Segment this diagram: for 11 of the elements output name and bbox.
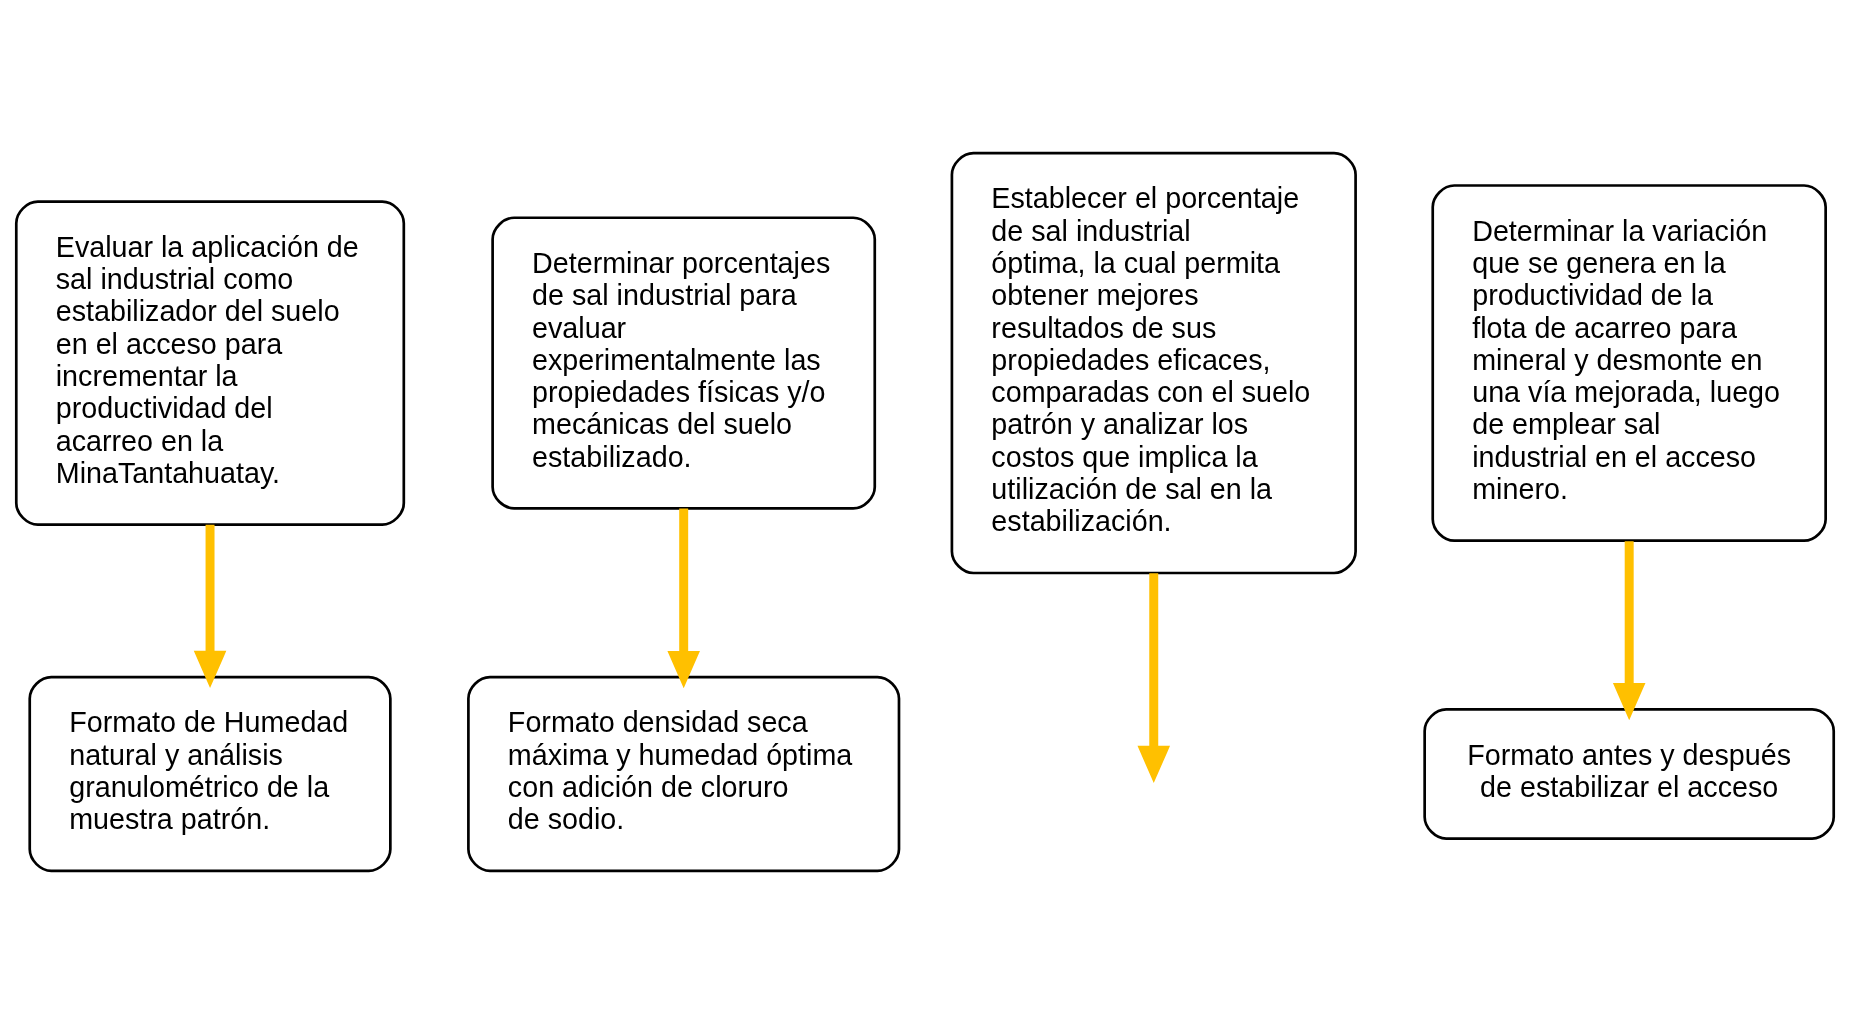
node-box: Formato antes y después de estabilizar el acceso bbox=[1423, 708, 1836, 840]
arrow bbox=[1612, 541, 1646, 721]
arrow bbox=[1137, 573, 1171, 784]
node-box: Formato densidad seca máxima y humedad óptima con adición de cloruro de sodio. bbox=[467, 675, 901, 873]
arrow bbox=[667, 508, 700, 689]
node-box: Evaluar la aplicación de sal industrial como estabilizador del suelo en el acceso para incrementar la productividad del acarreo en la MinaTantahuatay. bbox=[14, 200, 406, 526]
node-box: Formato de Humedad natural y análisis granulométrico de la muestra patrón. bbox=[28, 675, 392, 873]
node-box: Establecer el porcentaje de sal industrial óptima, la cual permita obtener mejores resultados de sus propiedades eficaces, comparadas con el suelo patrón y analizar los costos que implica la utilización de sal en la estabilización. bbox=[950, 151, 1357, 575]
node-box: Determinar porcentajes de sal industrial para evaluar experimentalmente las propiedades físicas y/o mecánicas del suelo estabilizado. bbox=[491, 216, 877, 510]
arrow bbox=[193, 524, 227, 689]
node-box: Determinar la variación que se genera en la productividad de la flota de acarreo para mineral y desmonte en una vía mejorada, luego de emplear sal industrial en el acceso minero. bbox=[1431, 184, 1827, 543]
